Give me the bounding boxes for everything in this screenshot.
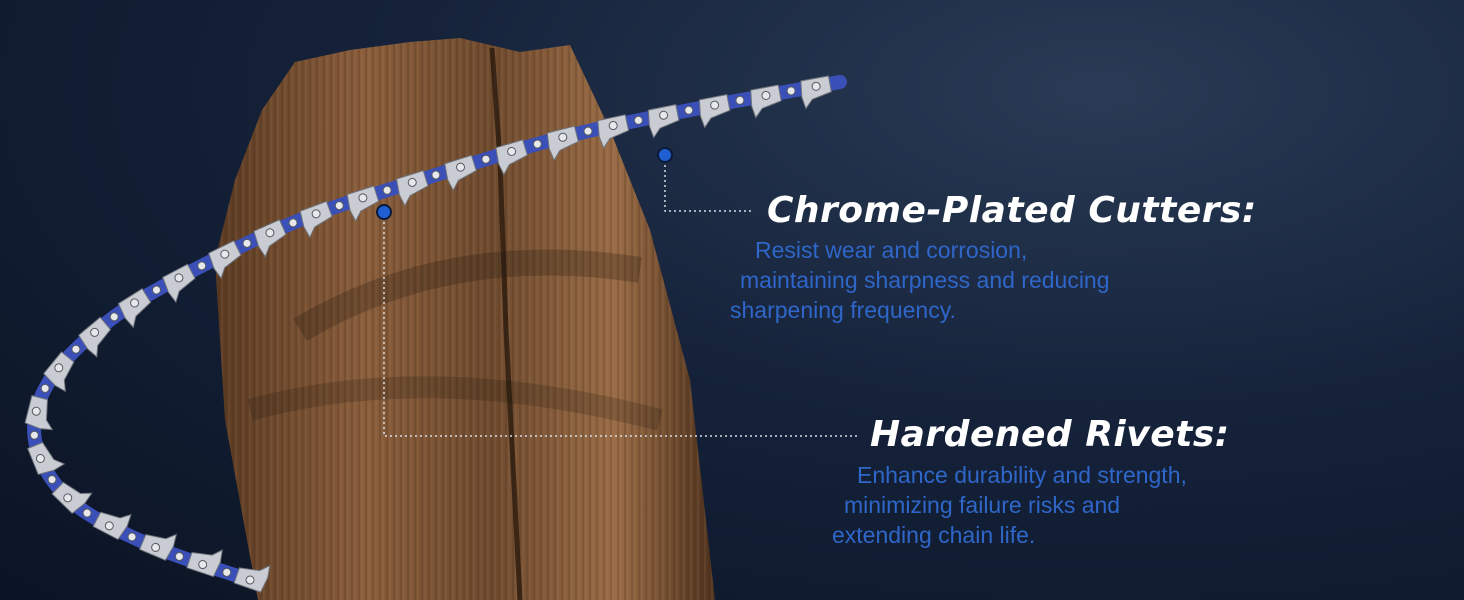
chain-cutter bbox=[186, 549, 223, 578]
rivets-description-line: extending chain life. bbox=[832, 522, 1036, 548]
chain-link bbox=[127, 532, 137, 542]
saw-chain bbox=[24, 75, 847, 593]
chain-link bbox=[633, 115, 643, 125]
chain-link bbox=[288, 218, 298, 228]
chain-link bbox=[583, 126, 593, 136]
chain-cutter bbox=[117, 288, 152, 329]
chain-link bbox=[174, 552, 184, 562]
wood-block bbox=[215, 38, 715, 600]
chain-link bbox=[481, 154, 491, 164]
chain-link bbox=[735, 95, 745, 105]
chain-link bbox=[382, 185, 392, 195]
chain-cutter bbox=[92, 511, 132, 541]
cutters-description: Resist wear and corrosion, maintaining s… bbox=[730, 235, 1110, 325]
chain-cutter bbox=[395, 169, 429, 207]
chain-link bbox=[222, 567, 232, 577]
cutters-description-line: Resist wear and corrosion, bbox=[755, 237, 1028, 263]
chain-cutter bbox=[78, 316, 112, 358]
chain-cutter bbox=[647, 104, 680, 139]
chain-link bbox=[152, 285, 162, 295]
chain-cutter bbox=[698, 94, 731, 129]
chain-cutter bbox=[597, 114, 630, 150]
chain-cutter bbox=[233, 564, 271, 593]
chain-cutter bbox=[546, 125, 579, 162]
rivets-leader-line bbox=[383, 212, 858, 437]
chain-cutter bbox=[750, 84, 782, 119]
chain-link bbox=[47, 475, 57, 485]
rivets-description-line: minimizing failure risks and bbox=[844, 492, 1121, 518]
chain-link bbox=[71, 344, 81, 354]
cutters-description-line: sharpening frequency. bbox=[730, 297, 956, 323]
rivets-heading: Hardened Rivets: bbox=[870, 414, 1230, 455]
chain-link bbox=[684, 105, 694, 115]
chain-link bbox=[431, 170, 441, 180]
chain-link bbox=[197, 261, 207, 271]
chain-link bbox=[334, 201, 344, 211]
rivets-description-line: Enhance durability and strength, bbox=[857, 462, 1187, 488]
chain-link bbox=[29, 430, 39, 440]
chain-link bbox=[82, 508, 92, 518]
chain-cutter bbox=[253, 219, 287, 258]
chain-cutter bbox=[51, 481, 93, 515]
chain-link bbox=[532, 139, 542, 149]
chain-cutter bbox=[299, 200, 333, 239]
chain-cutter bbox=[346, 185, 380, 223]
chain-link bbox=[109, 312, 119, 322]
chain-cutter bbox=[27, 441, 66, 476]
chain-cutter bbox=[800, 75, 832, 110]
chain-link bbox=[786, 86, 796, 96]
chain-cutter bbox=[138, 533, 178, 561]
chain-link bbox=[40, 383, 50, 393]
cutters-marker-dot bbox=[657, 147, 673, 163]
chain-cutter bbox=[495, 139, 528, 176]
chain-link bbox=[242, 238, 252, 248]
cutters-description-line: maintaining sharpness and reducing bbox=[740, 267, 1110, 293]
chain-cutter bbox=[43, 351, 75, 393]
rivets-description: Enhance durability and strength, minimiz… bbox=[832, 460, 1187, 550]
chain-cutter bbox=[24, 395, 54, 431]
rivets-marker-dot bbox=[376, 204, 392, 220]
cutters-heading: Chrome-Plated Cutters: bbox=[767, 190, 1257, 231]
chain-cutter bbox=[444, 154, 477, 192]
chain-cutter bbox=[208, 240, 242, 280]
cutters-leader-line bbox=[664, 155, 752, 212]
chain-cutter bbox=[162, 263, 196, 304]
